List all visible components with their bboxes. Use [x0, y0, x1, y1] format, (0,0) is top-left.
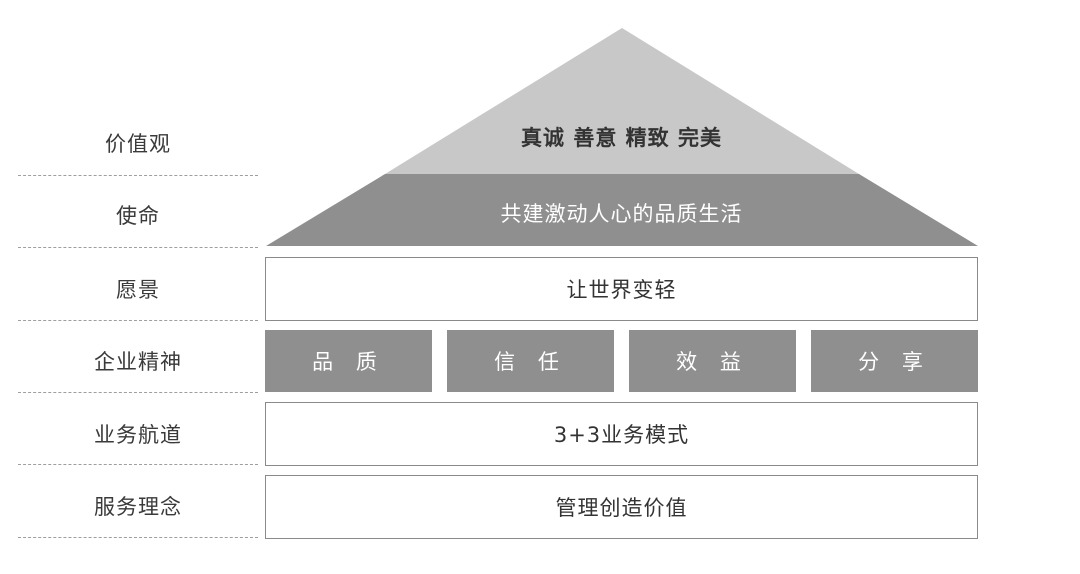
label-vision: 愿景: [116, 278, 160, 302]
label-values: 价值观: [105, 132, 171, 156]
business-text: 3+3业务模式: [553, 423, 690, 447]
row-divider: [18, 247, 258, 248]
vision-box: 让世界变轻: [265, 257, 978, 321]
label-business: 业务航道: [94, 423, 182, 447]
label-service: 服务理念: [94, 495, 182, 519]
spirit-text: 效 益: [676, 350, 749, 374]
values-text: 真诚 善意 精致 完美: [521, 126, 722, 150]
spirit-block: 品 质: [265, 330, 432, 392]
pyramid-roof: [266, 28, 978, 246]
row-divider: [18, 392, 258, 393]
spirit-text: 信 任: [494, 350, 567, 374]
mission-band: [266, 174, 978, 246]
row-divider: [18, 320, 258, 321]
spirit-block: 信 任: [447, 330, 614, 392]
spirit-text: 分 享: [858, 350, 931, 374]
service-box: 管理创造价值: [265, 475, 978, 539]
row-divider: [18, 175, 258, 176]
values-band: [385, 28, 859, 174]
label-mission: 使命: [116, 204, 160, 228]
service-text: 管理创造价值: [555, 496, 688, 520]
row-divider: [18, 537, 258, 538]
business-box: 3+3业务模式: [265, 402, 978, 466]
spirit-block: 效 益: [629, 330, 796, 392]
spirit-block: 分 享: [811, 330, 978, 392]
vision-text: 让世界变轻: [566, 278, 677, 302]
mission-text: 共建激动人心的品质生活: [500, 202, 743, 226]
label-spirit: 企业精神: [94, 350, 182, 374]
spirit-text: 品 质: [312, 350, 385, 374]
row-divider: [18, 464, 258, 465]
